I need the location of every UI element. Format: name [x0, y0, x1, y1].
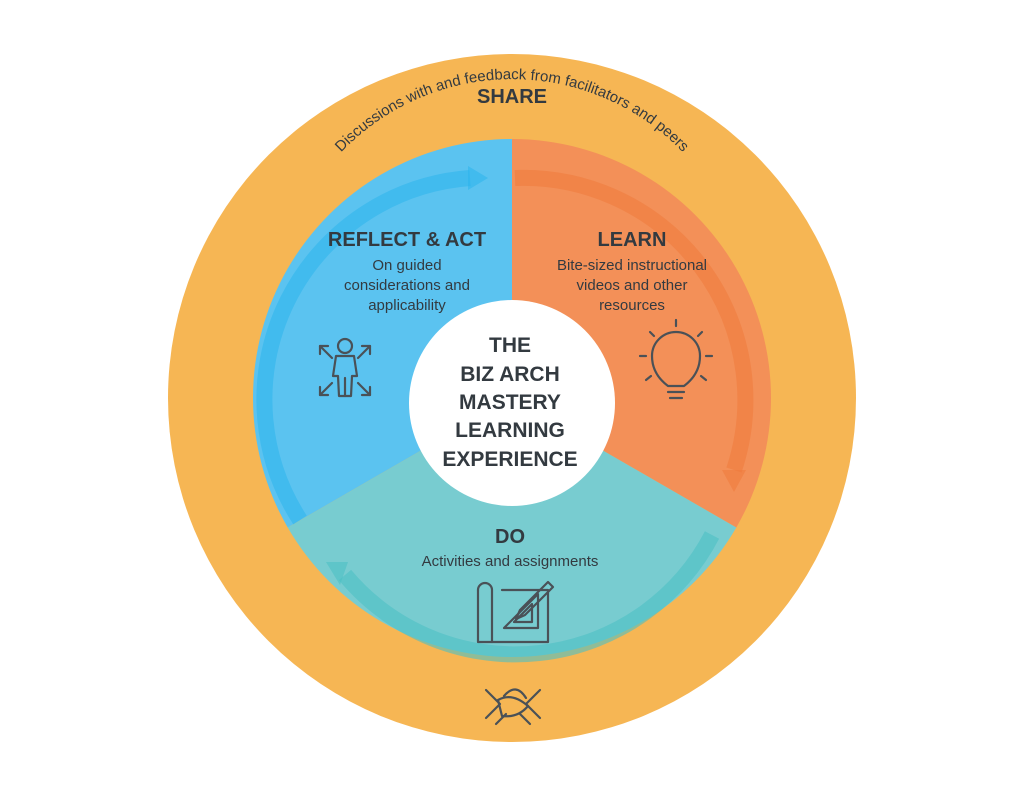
reflect-arrowhead: [468, 166, 488, 190]
do-segment: [287, 398, 737, 657]
lightbulb-icon: [638, 318, 714, 400]
reflect-desc-line-1: On guided: [372, 257, 441, 274]
reflect-desc-line-2: considerations and: [344, 277, 470, 294]
reflect-desc-line-3: applicability: [368, 297, 446, 314]
do-desc-line-1: Activities and assignments: [422, 553, 599, 570]
learn-desc-line-2: videos and other: [577, 277, 688, 294]
learn-flow-arrow: [514, 169, 754, 473]
do-title: DO: [495, 526, 525, 548]
share-title: SHARE: [477, 86, 547, 108]
do-flow-arrow: [338, 531, 720, 663]
center-circle: [409, 300, 615, 506]
center-line-4: LEARNING: [455, 419, 565, 442]
center-line-2: BIZ ARCH: [460, 363, 560, 386]
center-line-3: MASTERY: [459, 391, 561, 414]
person-arrows-icon: [318, 337, 372, 398]
learn-desc-line-1: Bite-sized instructional: [557, 257, 707, 274]
do-arrowhead: [326, 562, 348, 585]
reflect-flow-arrow: [256, 170, 471, 525]
handshake-icon: [484, 688, 542, 726]
learn-desc-line-3: resources: [599, 297, 665, 314]
center-line-5: EXPERIENCE: [442, 448, 577, 471]
reflect-title: REFLECT & ACT: [328, 229, 486, 251]
learn-arrowhead: [722, 470, 746, 492]
learn-title: LEARN: [598, 229, 667, 251]
blueprint-pencil-icon: [476, 580, 555, 644]
center-line-1: THE: [489, 334, 531, 357]
